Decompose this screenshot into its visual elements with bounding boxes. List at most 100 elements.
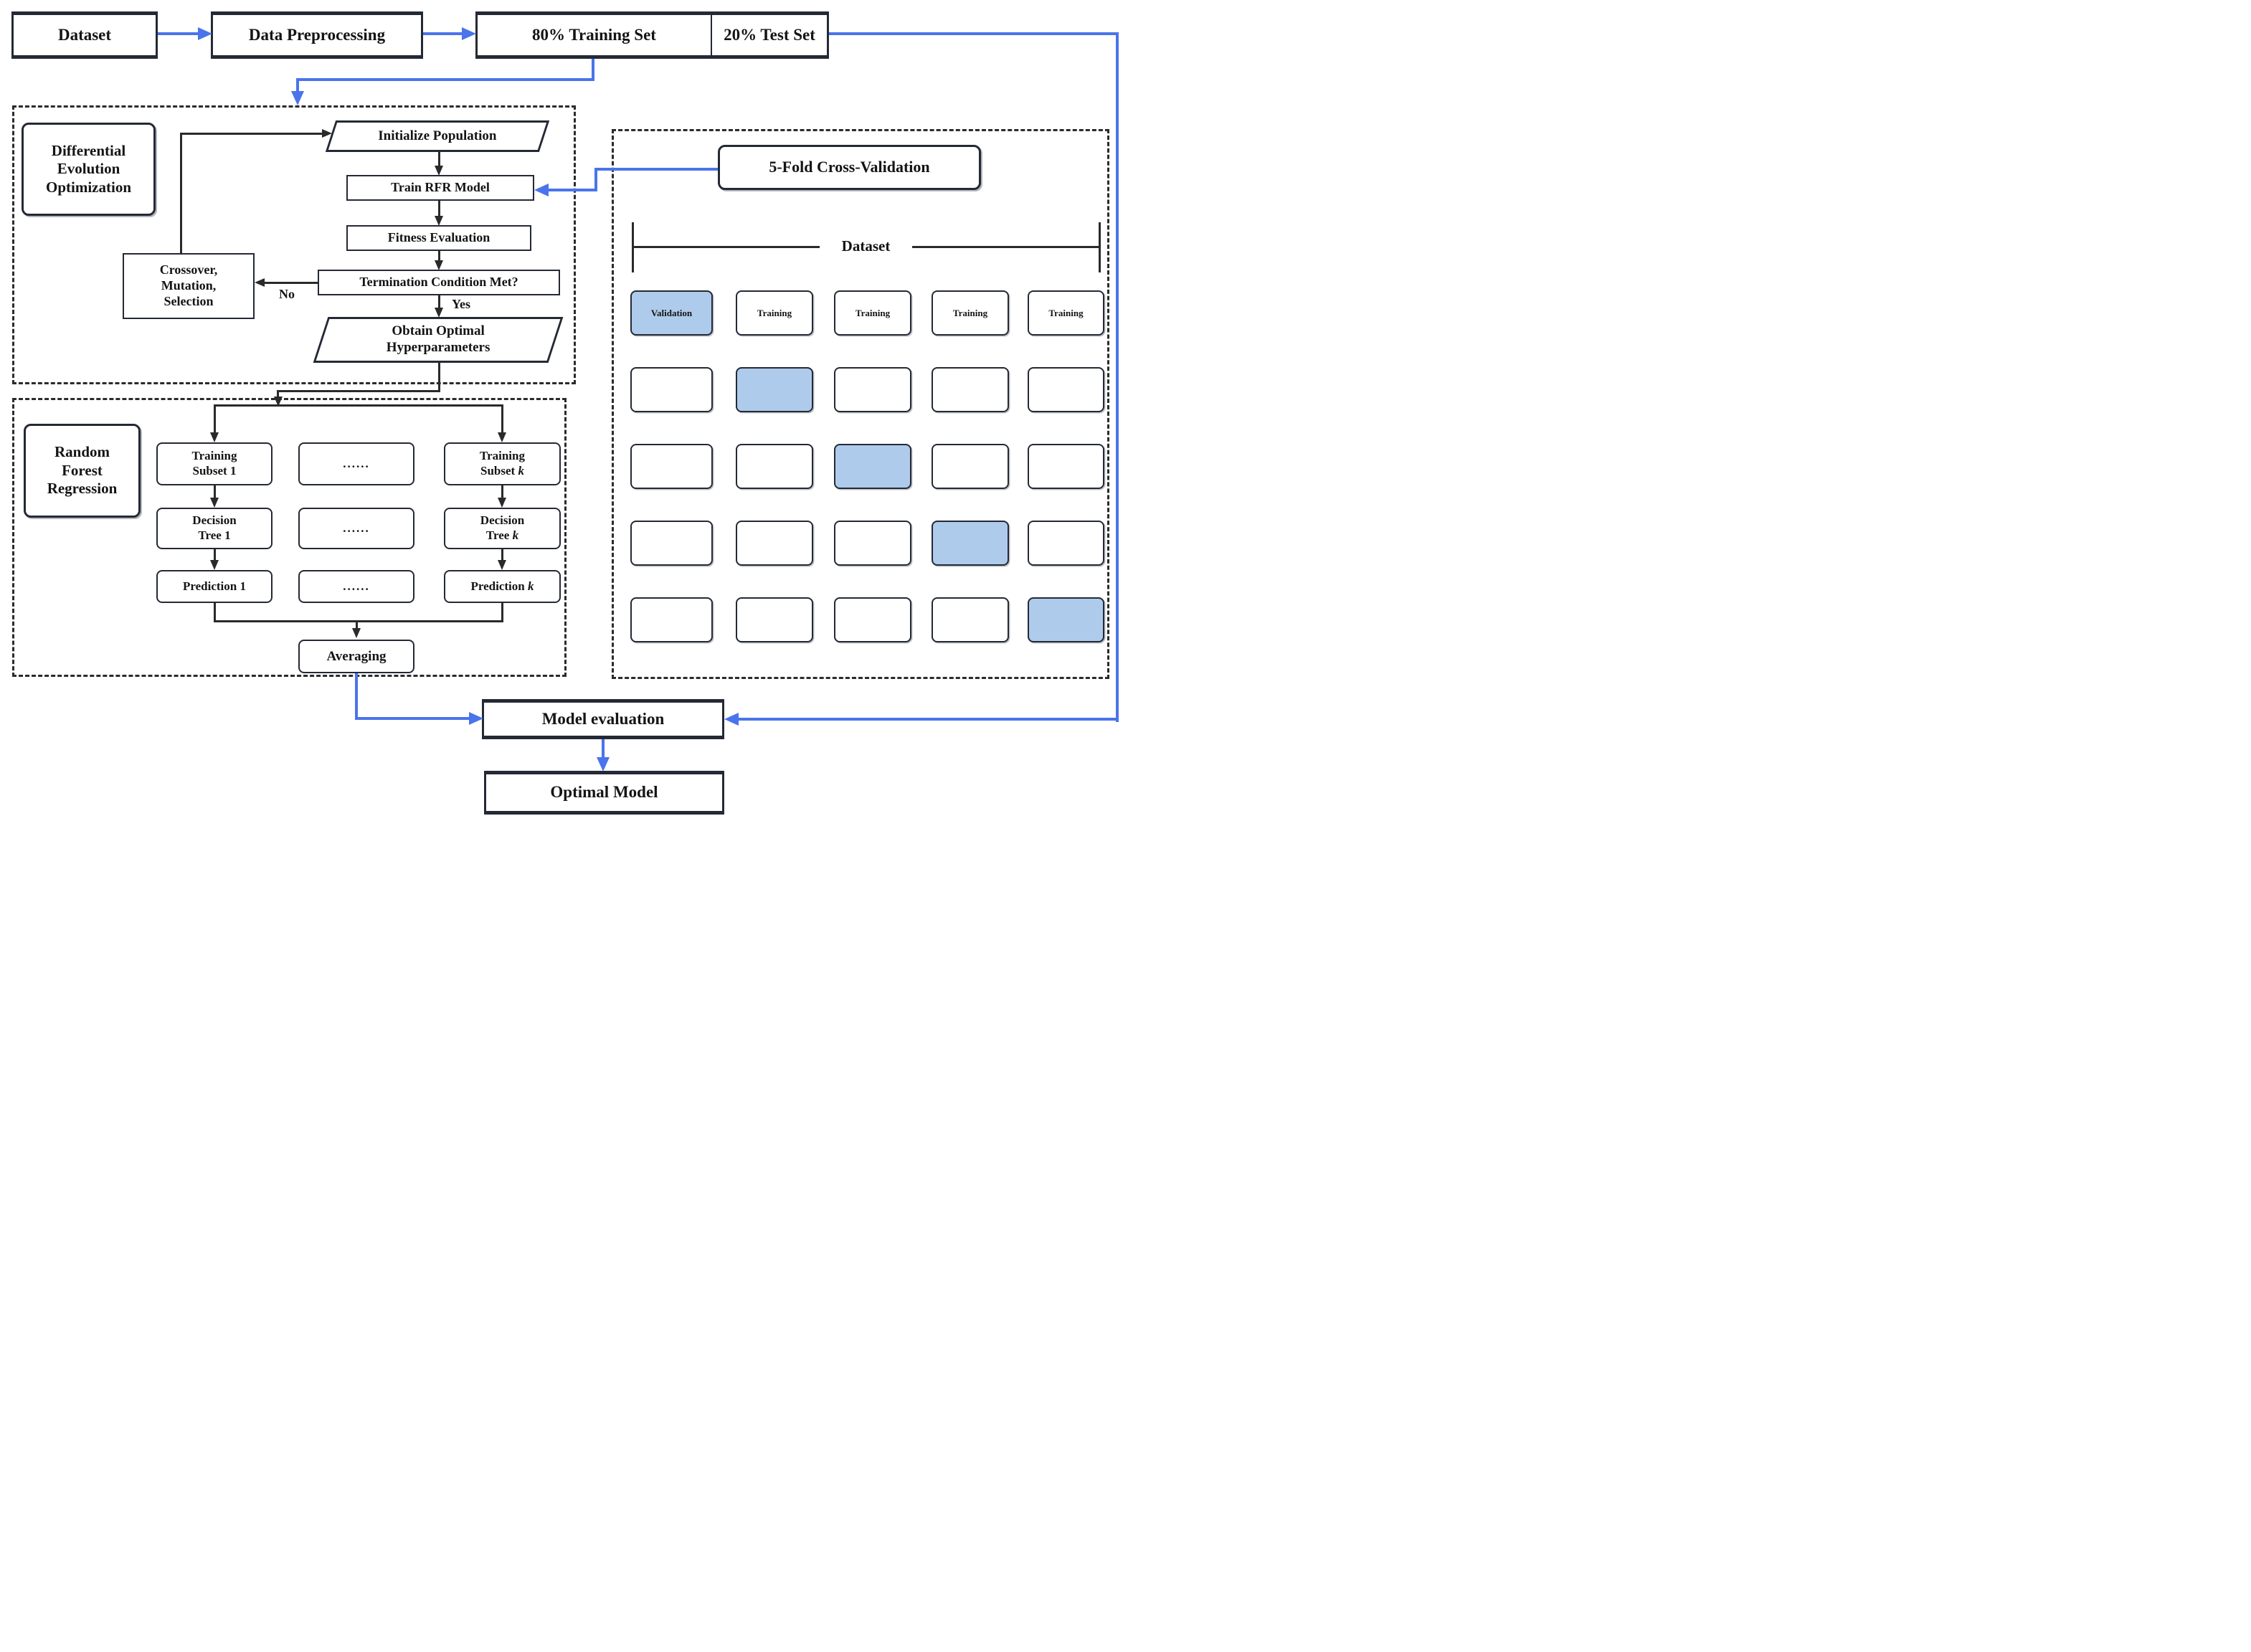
flowchart-canvas: Dataset Data Preprocessing 80% Training … (0, 0, 1126, 826)
decision-tree-k-node: Decision Tree k (444, 508, 561, 549)
cv-title-box: 5-Fold Cross-Validation (718, 145, 981, 190)
arrowhead-right-icon (469, 712, 483, 725)
dots-node: ...... (298, 570, 414, 603)
arrow-termination-to-obtain (438, 295, 440, 308)
initialize-population-node: Initialize Population (325, 120, 550, 152)
merge-line (214, 603, 216, 622)
connector-averaging-to-eval (355, 717, 470, 720)
connector-obtain-to-rfr (277, 390, 279, 397)
test-set-cell: 20% Test Set (724, 26, 815, 44)
de-optimization-container (12, 105, 576, 384)
cv-cell-r5-c1 (630, 597, 713, 642)
model-evaluation-box: Model evaluation (482, 699, 724, 739)
arrowhead-right-icon (322, 129, 332, 138)
train-rfr-node: Train RFR Model (346, 175, 534, 201)
drop-to-subset-k (501, 404, 503, 432)
connector-test-to-eval (829, 32, 1119, 35)
cv-container (612, 129, 1109, 679)
arrowhead-down-icon (435, 308, 443, 318)
arrow-init-to-train (438, 152, 440, 166)
cv-cell-r4-c1 (630, 521, 713, 566)
yes-label: Yes (452, 297, 470, 311)
dots-node: ...... (298, 508, 414, 549)
cv-dataset-label: Dataset (841, 237, 891, 255)
decision-tree-k-label: Decision Tree k (480, 513, 525, 542)
train-test-split-box: 80% Training Set 20% Test Set (475, 11, 829, 59)
connector-cv-to-train (594, 168, 718, 171)
arrow-dataset-to-preprocessing (158, 32, 198, 35)
cv-cell-r4-c2 (736, 521, 813, 566)
data-preprocessing-box: Data Preprocessing (211, 11, 423, 59)
training-subset-1-node: Training Subset 1 (156, 442, 273, 485)
cv-cell-r3-c5 (1028, 444, 1104, 489)
arrow-eval-to-optimal (602, 739, 605, 759)
dataset-bracket-tick (1099, 222, 1101, 272)
cv-cell-r1-c2: Training (736, 290, 813, 336)
arrowhead-right-icon (198, 27, 212, 40)
dataset-bracket-line (632, 246, 820, 248)
arrow-train-to-fitness (438, 201, 440, 216)
arrowhead-down-icon (498, 432, 506, 442)
arrowhead-down-icon (210, 498, 219, 508)
cv-cell-r5-c3 (834, 597, 911, 642)
termination-condition-node: Termination Condition Met? (318, 270, 560, 295)
arrowhead-left-icon (534, 184, 549, 196)
training-set-cell: 80% Training Set (478, 15, 712, 55)
cv-cell-r3-c2 (736, 444, 813, 489)
arrow-tree1-to-pred1 (214, 549, 216, 560)
dataset-bracket-tick (632, 222, 634, 272)
arrow-preprocessing-to-split (423, 32, 462, 35)
prediction-k-node: Prediction k (444, 570, 561, 603)
cv-cell-r1-c4: Training (932, 290, 1009, 336)
connector-test-to-eval (1116, 32, 1119, 722)
cv-cell-r3-c3 (834, 444, 911, 489)
connector-test-to-eval (739, 718, 1119, 721)
drop-to-subset-1 (214, 404, 216, 432)
connector-train-to-de (296, 78, 299, 92)
cv-cell-r4-c3 (834, 521, 911, 566)
decision-tree-1-node: Decision Tree 1 (156, 508, 273, 549)
prediction-1-node: Prediction 1 (156, 570, 273, 603)
cv-cell-r3-c1 (630, 444, 713, 489)
averaging-node: Averaging (298, 640, 414, 673)
rfr-container (12, 398, 567, 677)
arrowhead-down-icon (435, 166, 443, 176)
arrowhead-down-icon (274, 397, 283, 407)
connector-train-to-de (296, 78, 594, 81)
training-subset-k-label: Training Subset k (480, 449, 525, 478)
optimal-model-box: Optimal Model (484, 771, 724, 815)
merge-line (501, 603, 503, 622)
cv-cell-r4-c5 (1028, 521, 1104, 566)
prediction-k-label: Prediction k (470, 579, 534, 593)
connector-averaging-to-eval (355, 673, 358, 720)
dataset-box: Dataset (11, 11, 158, 59)
cv-cell-r3-c4 (932, 444, 1009, 489)
connector-obtain-to-rfr (277, 390, 440, 392)
arrow-merge-to-averaging (356, 620, 358, 628)
no-label: No (279, 287, 295, 301)
obtain-hyperparameters-label: Obtain Optimal Hyperparameters (386, 323, 491, 355)
cv-cell-r1-c5: Training (1028, 290, 1104, 336)
connector-cv-to-train (547, 189, 597, 191)
arrowhead-down-icon (435, 216, 443, 226)
cv-cell-r2-c4 (932, 367, 1009, 412)
arrowhead-down-icon (210, 560, 219, 570)
cv-cell-r5-c4 (932, 597, 1009, 642)
arrowhead-right-icon (462, 27, 476, 40)
arrowhead-down-icon (498, 498, 506, 508)
fitness-evaluation-node: Fitness Evaluation (346, 225, 531, 251)
obtain-hyperparameters-node: Obtain Optimal Hyperparameters (313, 317, 564, 363)
crossover-mutation-selection-node: Crossover, Mutation, Selection (123, 253, 255, 319)
rfr-distribution-line (214, 404, 503, 407)
cv-cell-r5-c2 (736, 597, 813, 642)
dots-node: ...... (298, 442, 414, 485)
rfr-title-box: Random Forest Regression (24, 424, 141, 518)
de-title-box: Differential Evolution Optimization (22, 123, 156, 216)
connector-train-to-de (592, 59, 594, 81)
cv-cell-r4-c4 (932, 521, 1009, 566)
arrowhead-down-icon (210, 432, 219, 442)
cv-cell-r1-c3: Training (834, 290, 911, 336)
cv-cell-r2-c1 (630, 367, 713, 412)
arrowhead-down-icon (498, 560, 506, 570)
